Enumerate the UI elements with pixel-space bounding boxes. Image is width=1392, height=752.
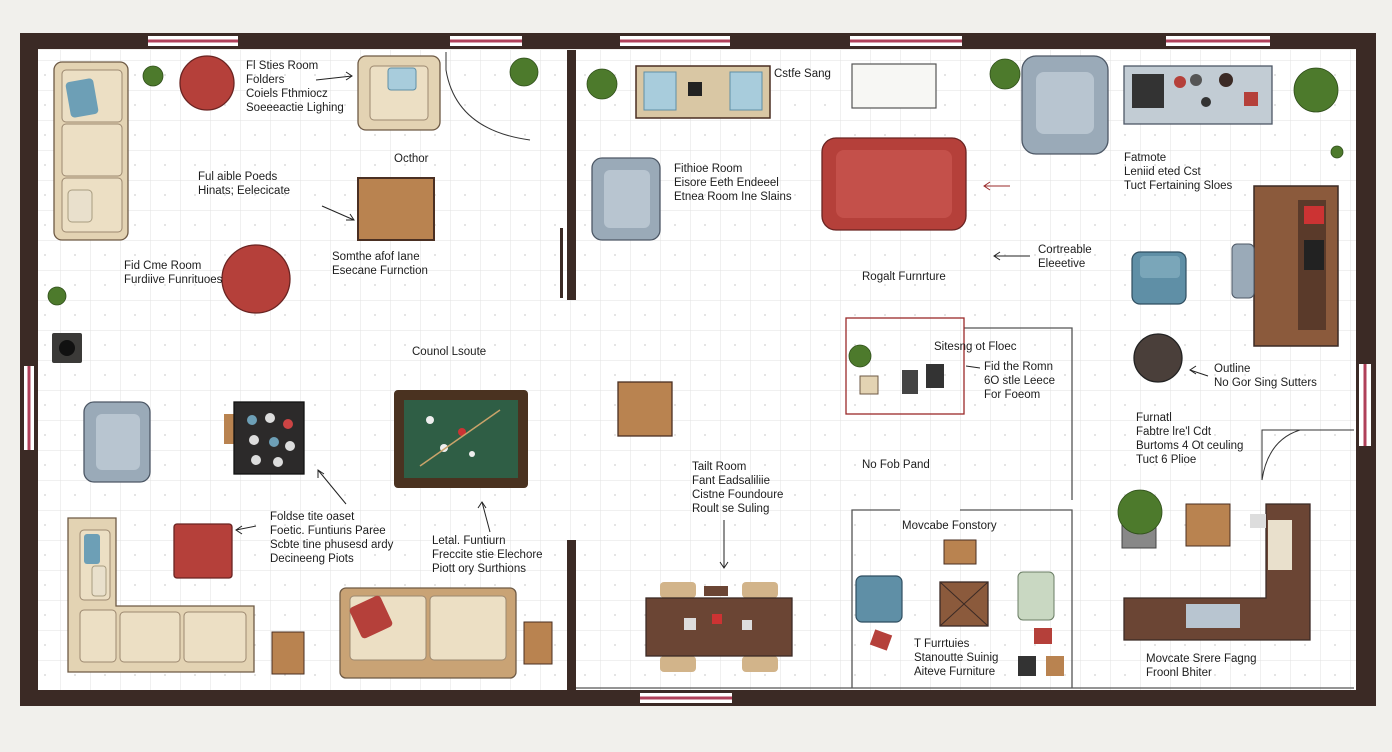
- round-ottoman-red: [179, 55, 235, 111]
- small-stools: [859, 364, 944, 395]
- armchair-teal-small: [1131, 251, 1187, 305]
- movable-area-furniture: [855, 539, 1064, 676]
- label-local-furniture: Letal. Funtiurn Freccite stie Elechore P…: [432, 535, 543, 575]
- sofa-red: [821, 137, 967, 231]
- office-desk: [1123, 65, 1273, 125]
- sectional-sofa: [67, 517, 255, 673]
- armchair-grey-top-right: [1021, 55, 1109, 155]
- annotation-arrows: [235, 71, 1209, 569]
- thin-partitions: [576, 317, 1354, 689]
- label-coffee-table: Somthe afof Iane Esecane Furnction: [332, 251, 428, 277]
- label-outline: Outline No Gor Sing Sutters: [1214, 363, 1317, 389]
- label-octhor: Octhor: [394, 153, 429, 165]
- label-fatmote: Fatmote Leniid eted Cst Tuct Fertaining …: [1124, 152, 1233, 192]
- label-movable-store: Movcate Srere Fagng Froonl Bhiter: [1146, 653, 1257, 679]
- tv-console: [635, 65, 771, 119]
- armchair-grey-center: [591, 157, 661, 241]
- coffee-table-wood: [357, 177, 435, 241]
- pool-table: [394, 390, 528, 488]
- side-table-small-left: [271, 631, 305, 675]
- label-fithioe-room: Fithioe Room Eisore Eeth Endeeel Etnea R…: [674, 163, 792, 203]
- label-cstfe-sang: Cstfe Sang: [774, 68, 831, 80]
- label-find-room: Fid Cme Room Furdiive Funrituoes: [124, 260, 223, 286]
- windows: [24, 36, 1371, 703]
- armchair-beige: [357, 55, 441, 131]
- label-sitting-room: Fl Sties Room Folders Coiels Fthmiocz So…: [246, 60, 344, 114]
- label-cortreable: Cortreable Eleeetive: [1038, 244, 1092, 270]
- dining-table: [645, 582, 793, 672]
- game-table-square: [224, 401, 305, 475]
- label-foldable-table: Foldse tite oaset Foetic. Funtiuns Paree…: [270, 511, 394, 565]
- floor-grid: [38, 50, 1356, 690]
- round-table-dark: [1133, 333, 1183, 383]
- label-movable-factory: Movcabe Fonstory: [902, 520, 997, 532]
- label-t-furniture: T Furrtuies Stanoutte Suinig Aiteve Furn…: [914, 638, 999, 678]
- label-rogalt-furniture: Rogalt Furnrture: [862, 271, 946, 283]
- label-tailt-room: Tailt Room Fant Eadsaliliie Cistne Found…: [692, 461, 784, 515]
- label-council-layout: Counol Lsoute: [412, 346, 487, 358]
- label-no-fob-pand: No Fob Pand: [862, 459, 930, 471]
- label-furnatl: Furnatl Fabtre lre'l Cdt Burtoms 4 Ot ce…: [1136, 412, 1244, 466]
- side-table-small-right: [523, 621, 553, 665]
- label-foldable-pods: Ful aible Poeds Hinats; Eelecicate: [198, 171, 291, 197]
- interior-walls: [560, 50, 576, 690]
- bookshelf-cabinet: [1253, 185, 1339, 347]
- ottoman-wood-right: [1185, 503, 1231, 547]
- label-sitting-floor: Sitesng ot Floec: [934, 341, 1017, 353]
- plants: [47, 57, 1344, 535]
- l-shaped-kitchen-counter: [1123, 503, 1311, 641]
- sofa-long-left: [53, 61, 129, 241]
- sofa-bottom-center: [339, 587, 517, 679]
- round-table-red: [221, 244, 291, 314]
- square-table-wood-center: [617, 381, 673, 437]
- label-find-the-room: Fid the Romn 6O stle Leece For Foeom: [984, 361, 1055, 401]
- chair-small-grey: [1231, 243, 1255, 299]
- ottoman-red-square: [173, 523, 233, 579]
- door-swings: [445, 52, 1354, 481]
- desk-white: [851, 63, 937, 109]
- armchair-grey-left: [83, 401, 151, 483]
